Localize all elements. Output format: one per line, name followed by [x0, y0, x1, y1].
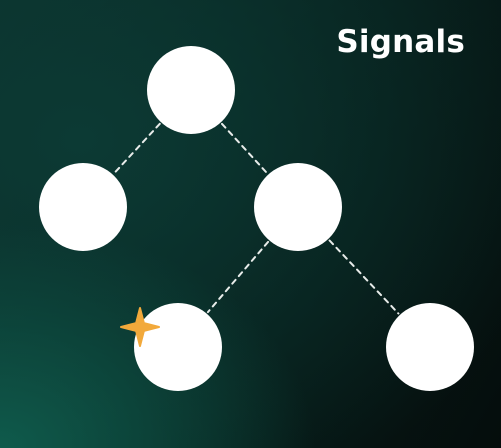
- edge-right-to-right-right: [328, 239, 400, 315]
- edges-layer: [113, 122, 400, 315]
- nodes-layer: [39, 46, 474, 391]
- page-title: Signals: [336, 24, 465, 60]
- four-point-star-icon: [120, 307, 160, 347]
- tree-node-right-left: [134, 303, 222, 391]
- marker-layer: [120, 307, 160, 347]
- tree-node-right: [254, 163, 342, 251]
- tree-node-right-right: [386, 303, 474, 391]
- edge-right-to-right-left: [206, 240, 270, 314]
- edge-root-to-right: [221, 122, 268, 175]
- tree-node-root: [147, 46, 235, 134]
- edge-root-to-left: [113, 122, 161, 175]
- tree-node-left: [39, 163, 127, 251]
